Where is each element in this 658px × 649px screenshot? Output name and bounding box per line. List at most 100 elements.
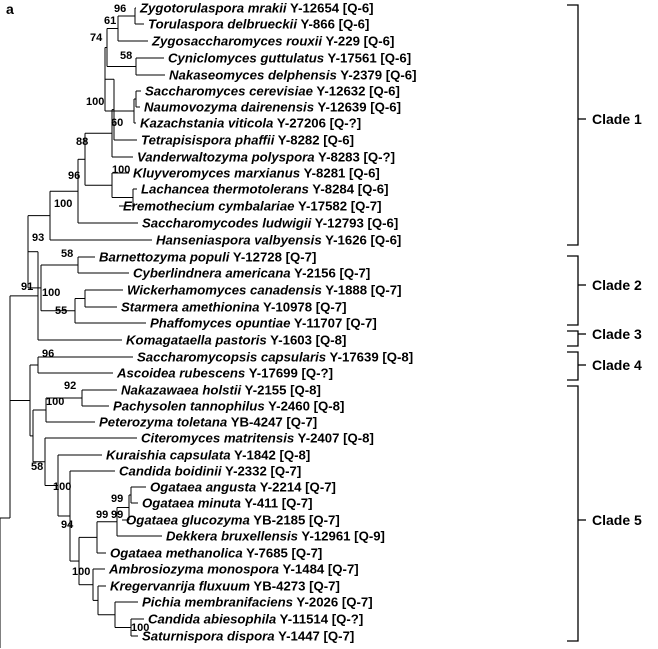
taxon-label: Dekkera bruxellensis Y-12961 [Q-9] [166,529,385,544]
bootstrap-value: 91 [21,281,33,293]
strain-id: YB-4247 [Q-7] [227,415,317,430]
panel-label: a [6,1,14,17]
species-name: Saccharomycodes ludwigii [142,216,312,231]
bootstrap-value: 100 [54,198,72,210]
bootstrap-value: 61 [104,15,116,27]
species-name: Starmera amethionina [121,300,260,315]
bootstrap-value: 99 [111,493,123,505]
bootstrap-value: 99 [111,509,123,521]
species-name: Kuraishia capsulata [106,448,231,463]
taxon-label: Zygotorulaspora mrakii Y-12654 [Q-6] [139,1,374,16]
bootstrap-value: 100 [42,287,60,299]
taxon-label: Phaffomyces opuntiae Y-11707 [Q-7] [150,316,377,331]
clade-label: Clade 4 [592,357,642,373]
species-name: Nakazawaea holstii [121,383,242,398]
bootstrap-value: 58 [120,50,132,62]
taxon-label: Candida abiesophila Y-11514 [Q-?] [148,612,363,627]
clade-label: Clade 3 [592,326,642,342]
bootstrap-value: 100 [131,622,149,634]
strain-id: Y-1603 [Q-8] [267,333,347,348]
species-name: Ogataea glucozyma [126,513,250,528]
species-name: Wickerhamomyces canadensis [127,283,322,298]
species-name: Cyniclomyces guttulatus [168,51,324,66]
taxon-label: Candida boidinii Y-2332 [Q-7] [119,464,301,479]
species-name: Vanderwaltozyma polyspora [137,150,315,165]
bootstrap-value: 100 [72,566,90,578]
taxon-label: Cyberlindnera americana Y-2156 [Q-7] [133,266,370,281]
species-name: Saccharomycopsis capsularis [137,350,326,365]
taxon-label: Saccharomycodes ludwigii Y-12793 [Q-6] [142,216,398,231]
taxon-label: Ogataea angusta Y-2214 [Q-7] [150,480,336,495]
species-name: Zygotorulaspora mrakii [139,1,287,16]
bootstrap-value: 94 [61,519,74,531]
strain-id: YB-2185 [Q-7] [250,513,340,528]
taxon-label: Peterozyma toletana YB-4247 [Q-7] [99,415,317,430]
bootstrap-value: 96 [68,170,80,182]
strain-id: Y-1626 [Q-6] [322,233,402,248]
strain-id: Y-17639 [Q-8] [326,350,413,365]
species-name: Nakaseomyces delphensis [169,68,337,83]
species-name: Ogataea angusta [150,480,256,495]
strain-id: Y-11707 [Q-7] [290,316,376,331]
taxon-label: Pichia membranifaciens Y-2026 [Q-7] [142,595,373,610]
bootstrap-value: 74 [90,32,103,44]
species-name: Eremothecium cymbalariae [123,199,295,214]
bootstrap-value: 58 [61,248,73,260]
species-name: Tetrapisispora phaffii [141,133,275,148]
strain-id: Y-12639 [Q-6] [314,100,401,115]
strain-id: Y-8282 [Q-6] [274,133,354,148]
strain-id: YB-4273 [Q-7] [250,579,340,594]
strain-id: Y-8281 [Q-6] [300,166,380,181]
taxon-label: Eremothecium cymbalariae Y-17582 [Q-7] [123,199,382,214]
taxon-label: Ogataea minuta Y-411 [Q-7] [142,496,313,511]
strain-id: Y-2407 [Q-8] [294,431,374,446]
taxon-label: Ascoidea rubescens Y-17699 [Q-?] [116,366,333,381]
taxon-label: Starmera amethionina Y-10978 [Q-7] [121,300,347,315]
strain-id: Y-2155 [Q-8] [241,383,321,398]
clade-label: Clade 2 [592,277,642,293]
species-name: Ambrosiozyma monospora [108,562,279,577]
bootstrap-value: 92 [64,380,76,392]
species-name: Pichia membranifaciens [142,595,293,610]
strain-id: Y-10978 [Q-7] [260,300,347,315]
taxon-labels: Zygotorulaspora mrakii Y-12654 [Q-6]Toru… [99,1,417,644]
taxon-label: Naumovozyma dairenensis Y-12639 [Q-6] [144,100,401,115]
bootstrap-value: 58 [31,461,43,473]
bootstrap-value: 99 [96,509,108,521]
strain-id: Y-2214 [Q-7] [256,480,336,495]
bootstrap-value: 88 [76,136,88,148]
taxon-label: Komagataella pastoris Y-1603 [Q-8] [126,333,346,348]
strain-id: Y-17561 [Q-6] [324,51,411,66]
species-name: Lachancea thermotolerans [141,182,309,197]
bootstrap-value: 96 [42,348,54,360]
taxon-label: Kluyveromyces marxianus Y-8281 [Q-6] [133,166,380,181]
species-name: Naumovozyma dairenensis [144,100,314,115]
strain-id: Y-2332 [Q-7] [222,464,302,479]
clade-bracket [567,4,579,246]
species-name: Dekkera bruxellensis [166,529,298,544]
species-name: Citeromyces matritensis [141,431,294,446]
strain-id: Y-1842 [Q-8] [231,448,311,463]
strain-id: Y-17699 [Q-?] [245,366,333,381]
taxon-label: Wickerhamomyces canadensis Y-1888 [Q-7] [127,283,402,298]
species-name: Ogataea minuta [142,496,241,511]
clade-label: Clade 5 [592,512,642,528]
strain-id: Y-17582 [Q-7] [295,199,382,214]
strain-id: Y-2379 [Q-6] [337,68,417,83]
taxon-label: Torulaspora delbrueckii Y-866 [Q-6] [148,17,369,32]
tree-branches [0,7,165,648]
strain-id: Y-8284 [Q-6] [309,182,389,197]
strain-id: Y-12728 [Q-7] [229,250,316,265]
taxon-label: Lachancea thermotolerans Y-8284 [Q-6] [141,182,389,197]
strain-id: Y-1888 [Q-7] [322,283,402,298]
taxon-label: Cyniclomyces guttulatus Y-17561 [Q-6] [168,51,411,66]
strain-id: Y-12632 [Q-6] [313,84,400,99]
strain-id: Y-27206 [Q-?] [273,116,361,131]
taxon-label: Saccharomycopsis capsularis Y-17639 [Q-8… [137,350,413,365]
taxon-label: Saccharomyces cerevisiae Y-12632 [Q-6] [145,84,400,99]
species-name: Barnettozyma populi [99,250,230,265]
strain-id: Y-12654 [Q-6] [287,1,374,16]
taxon-label: Ambrosiozyma monospora Y-1484 [Q-7] [108,562,359,577]
